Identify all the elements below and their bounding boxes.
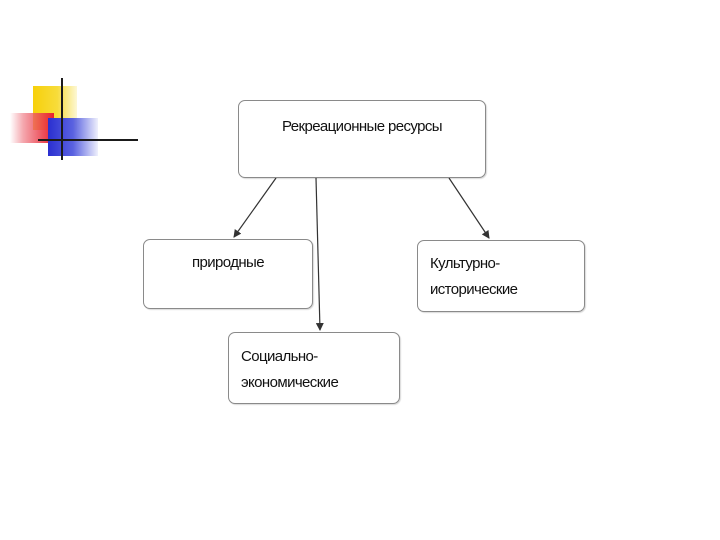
node-social-label-line1: Социально-: [241, 344, 399, 370]
node-cultural-historical: Культурно- исторические: [417, 240, 585, 312]
node-natural-label: природные: [144, 250, 312, 276]
decor-vertical-line: [61, 78, 63, 160]
node-socio-economic: Социально- экономические: [228, 332, 400, 404]
decor-horizontal-line: [38, 139, 138, 141]
arrow-to-social: [316, 178, 320, 330]
node-recreational-resources: Рекреационные ресурсы: [238, 100, 486, 178]
arrow-to-cultural: [449, 178, 489, 238]
node-root-label: Рекреационные ресурсы: [239, 114, 485, 140]
arrow-to-natural: [234, 178, 276, 237]
decor-blue-square: [48, 118, 98, 156]
node-cultural-label-line2: исторические: [430, 277, 584, 303]
node-natural: природные: [143, 239, 313, 309]
node-cultural-label-line1: Культурно-: [430, 251, 584, 277]
node-social-label-line2: экономические: [241, 370, 399, 396]
